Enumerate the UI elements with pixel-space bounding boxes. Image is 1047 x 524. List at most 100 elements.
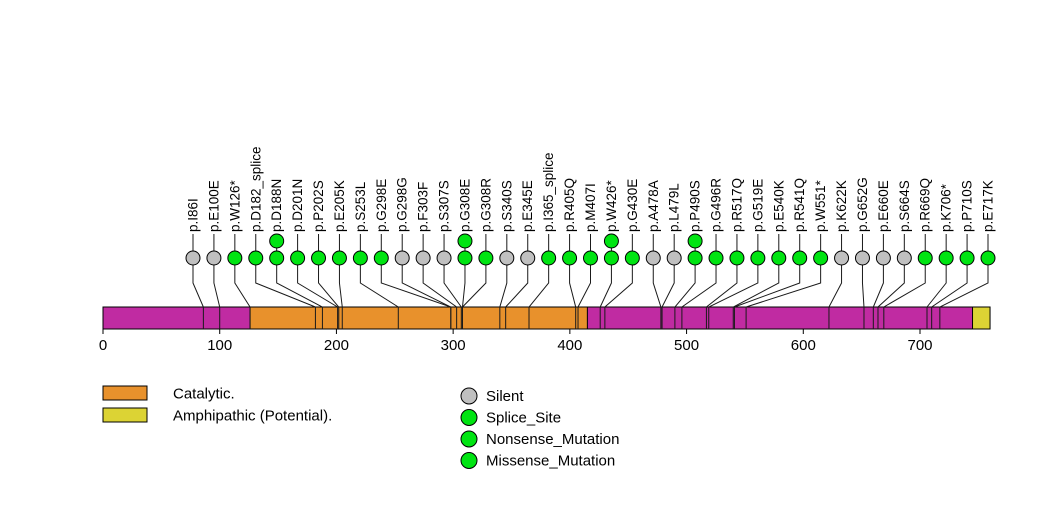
mutation-circle	[331, 250, 347, 266]
axis-tick-label: 0	[99, 337, 107, 354]
mutation-circle	[854, 250, 870, 266]
legend-category-swatch	[460, 452, 478, 469]
mutation-label: p.I365_splice	[541, 152, 556, 232]
mutation-circle	[645, 250, 661, 266]
mutation-circle	[792, 250, 808, 266]
mutation-circle	[896, 250, 912, 266]
legend-domain-swatch	[102, 407, 148, 423]
mutation-circle	[687, 250, 703, 266]
axis-tick-label: 700	[907, 337, 932, 354]
mutation-label: p.S307S	[437, 180, 452, 232]
mutation-label: p.P710S	[960, 180, 975, 232]
legend-category-swatch	[460, 409, 478, 426]
mutation-label: p.D182_splice	[248, 146, 263, 232]
mutation-label: p.E345E	[520, 180, 535, 232]
mutation-label: p.L479L	[667, 183, 682, 232]
mutation-circle	[436, 250, 452, 266]
mutation-circle	[248, 250, 264, 266]
axis-tick-label: 500	[674, 337, 699, 354]
mutation-circle	[875, 250, 891, 266]
mutation-label: p.G652G	[855, 177, 870, 232]
legend-category-swatch	[460, 430, 478, 448]
legend-category-swatch	[460, 387, 478, 405]
mutation-circle	[415, 250, 431, 266]
mutation-label: p.K706*	[939, 183, 954, 232]
mutation-circle	[394, 250, 410, 266]
mutation-label: p.D201N	[290, 179, 305, 232]
mutation-label: p.G298E	[374, 179, 389, 232]
domain-amphipathic	[972, 306, 991, 330]
mutation-circle	[834, 250, 850, 266]
mutation-label: p.P202S	[311, 180, 326, 232]
mutation-label: p.P490S	[688, 180, 703, 232]
mutation-label: p.S664S	[897, 180, 912, 232]
mutation-circle	[290, 250, 306, 266]
mutation-label: p.G308R	[478, 178, 493, 232]
mutation-circle	[499, 250, 515, 266]
axis-tick-label: 600	[791, 337, 816, 354]
mutation-label: p.E660E	[876, 180, 891, 232]
mutation-circle	[541, 250, 557, 266]
mutation-circle	[603, 250, 619, 266]
legend-category-label: Splice_Site	[486, 410, 561, 427]
mutation-circle	[457, 250, 473, 266]
axis-tick-label: 100	[207, 337, 232, 354]
domain-catalytic	[249, 306, 588, 330]
mutation-label: p.R669Q	[918, 178, 933, 232]
mutation-circle	[562, 250, 578, 266]
legend-category-label: Nonsense_Mutation	[486, 431, 619, 448]
mutation-label: p.W126*	[227, 179, 242, 232]
mutation-circle	[959, 250, 975, 266]
legend-domain-label: Catalytic.	[173, 386, 235, 403]
mutation-label: p.G496R	[709, 178, 724, 232]
mutation-label: p.W426*	[604, 179, 619, 232]
mutation-circle	[917, 250, 933, 266]
axis-tick-label: 200	[324, 337, 349, 354]
legend-category-label: Silent	[486, 388, 524, 405]
mutation-label: p.E205K	[332, 180, 347, 232]
mutation-circle	[687, 233, 703, 249]
mutation-circle	[583, 250, 598, 266]
legend-category-label: Missense_Mutation	[486, 453, 615, 470]
mutation-label: p.G430E	[625, 179, 640, 232]
mutation-circle	[603, 233, 619, 249]
mutation-circle	[478, 250, 494, 266]
mutation-label: p.I86I	[186, 198, 201, 232]
mutation-circle	[520, 250, 536, 266]
mutation-circle	[938, 250, 954, 266]
mutation-circle	[666, 250, 682, 266]
mutation-label: p.M407I	[583, 183, 598, 232]
mutation-label: p.R541Q	[792, 178, 807, 232]
mutation-label: p.S340S	[499, 180, 514, 232]
mutation-circle	[269, 250, 285, 266]
mutation-label: p.E100E	[206, 180, 221, 232]
mutation-label: p.G308E	[457, 179, 472, 232]
mutation-circle	[352, 250, 368, 266]
mutation-label: p.R517Q	[729, 178, 744, 232]
mutation-circle	[750, 250, 766, 266]
mutation-circle	[311, 250, 327, 266]
mutation-circle	[457, 233, 473, 249]
axis-tick-label: 300	[441, 337, 466, 354]
mutation-label: p.F303F	[416, 182, 431, 232]
mutation-label: p.E540K	[771, 180, 786, 232]
mutation-label: p.K622K	[834, 180, 849, 232]
mutation-circle	[771, 250, 787, 266]
mutation-label: p.D188N	[269, 179, 284, 232]
mutation-circle	[206, 250, 222, 266]
mutation-label: p.A478A	[646, 180, 661, 232]
mutation-label: p.G298G	[395, 177, 410, 232]
legend-domain-swatch	[102, 385, 148, 401]
mutation-circle	[813, 250, 829, 266]
mutation-circle	[708, 250, 724, 266]
mutation-circle	[729, 250, 745, 266]
mutation-label: p.S253L	[353, 181, 368, 232]
mutation-circle	[624, 250, 640, 266]
mutation-label: p.R405Q	[562, 178, 577, 232]
mutation-circle	[227, 250, 243, 266]
mutation-circle	[185, 250, 201, 266]
mutation-label: p.G519E	[750, 179, 765, 232]
mutation-circle	[373, 250, 389, 266]
